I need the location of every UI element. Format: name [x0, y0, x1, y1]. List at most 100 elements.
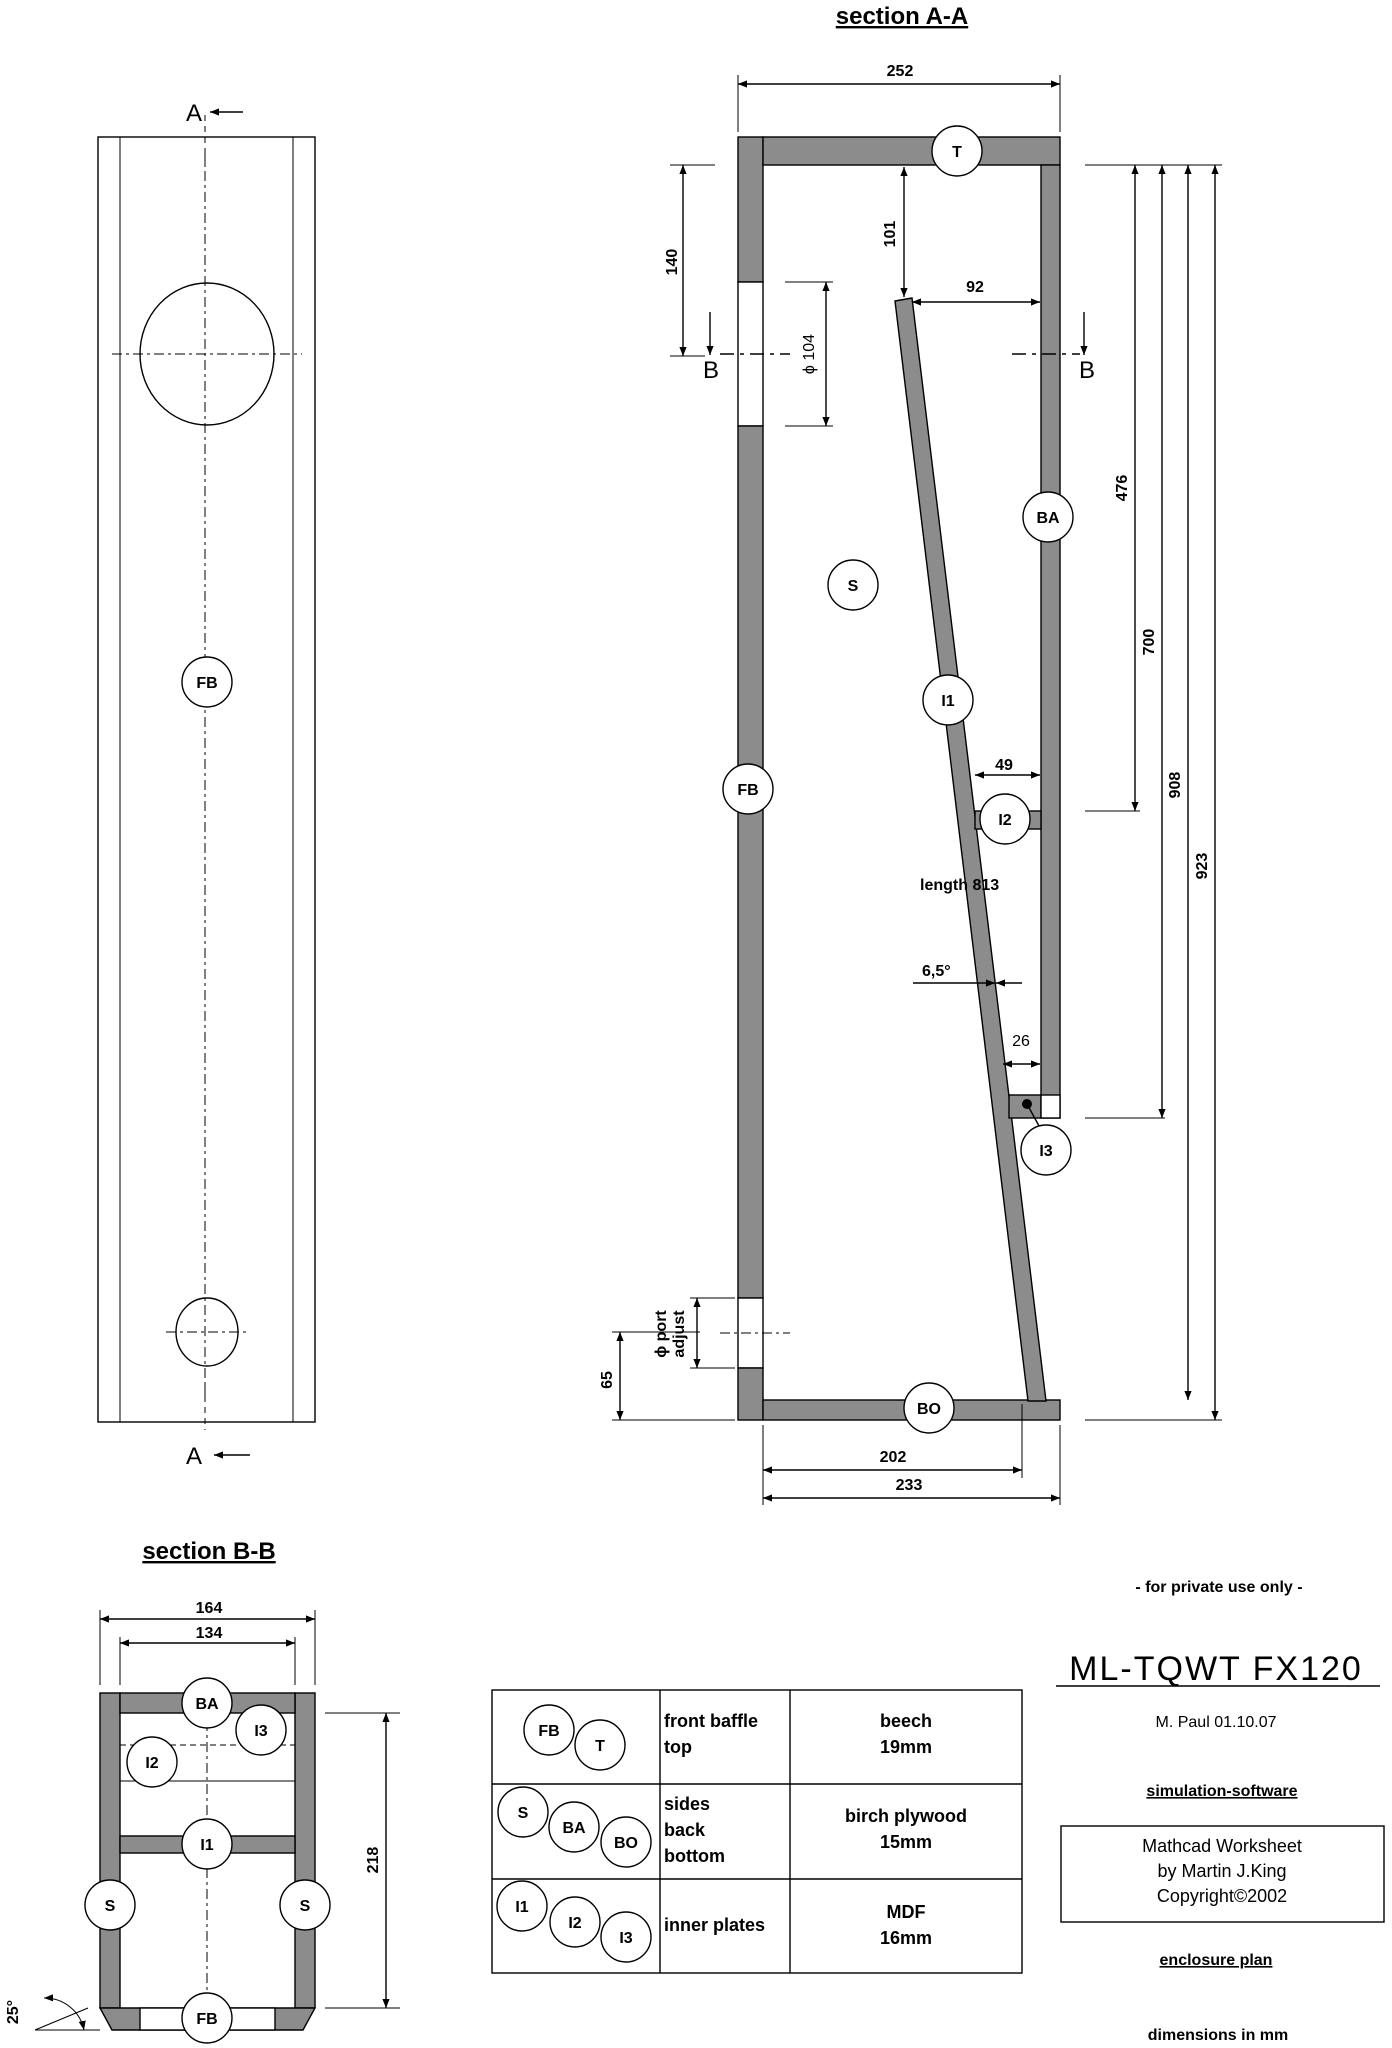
dim-218: 218: [365, 1847, 382, 1874]
dim-port-104: ϕ 104: [801, 334, 818, 374]
table-part-t: T: [595, 1738, 605, 1755]
table-material-mdf: MDF: [887, 1902, 926, 1922]
bb-part-i3-label: I3: [254, 1723, 267, 1740]
simulation-line-3: Copyright©2002: [1157, 1886, 1287, 1906]
bb-part-ba-label: BA: [195, 1696, 219, 1713]
table-name-bottom: bottom: [664, 1846, 725, 1866]
dim-92: 92: [966, 279, 984, 296]
table-thickness-16: 16mm: [880, 1928, 932, 1948]
dim-252: 252: [887, 63, 914, 80]
dim-65: 65: [599, 1371, 616, 1389]
part-fb-front-label: FB: [196, 675, 217, 692]
dim-923: 923: [1194, 853, 1211, 880]
plan-title: enclosure plan: [1160, 1952, 1273, 1969]
section-bb: section B-B 164 134 218 25° BA I3: [5, 1538, 400, 2044]
part-t: [931, 125, 983, 177]
port-opening: [175, 1297, 239, 1367]
part-i2-label: I2: [998, 812, 1011, 829]
dim-26: 26: [1012, 1033, 1030, 1050]
part-t-label: T: [952, 144, 962, 161]
table-part-i3: I3: [619, 1930, 632, 1947]
section-bb-title: section B-B: [142, 1538, 275, 1565]
part-fb-front: [181, 656, 233, 708]
table-name-back: back: [664, 1820, 706, 1840]
part-i3: [1020, 1124, 1072, 1176]
bb-side-right: [294, 1692, 316, 2009]
bb-part-i1: [181, 1818, 233, 1870]
part-ba: [1022, 491, 1074, 543]
author-date: M. Paul 01.10.07: [1156, 1714, 1277, 1731]
bb-part-s-right: [279, 1879, 331, 1931]
table-part-bo: BO: [614, 1835, 638, 1852]
dim-908: 908: [1167, 772, 1184, 799]
dim-140: 140: [664, 249, 681, 276]
table-part-s: S: [518, 1805, 529, 1822]
bb-side-left: [99, 1692, 121, 2009]
units-note: dimensions in mm: [1148, 2027, 1288, 2044]
part-s-label: S: [848, 578, 859, 595]
table-part-fb: FB: [538, 1723, 559, 1740]
private-use-note: - for private use only -: [1135, 1579, 1302, 1596]
part-bo: [903, 1382, 955, 1434]
wall-back: [1040, 164, 1061, 1119]
table-material-beech: beech: [880, 1711, 932, 1731]
simulation-heading: simulation-software: [1146, 1783, 1297, 1800]
simulation-line-1: Mathcad Worksheet: [1142, 1836, 1302, 1856]
table-material-birch: birch plywood: [845, 1806, 967, 1826]
section-aa-title: section A-A: [836, 3, 968, 30]
dim-101: 101: [882, 221, 899, 248]
part-fb-label: FB: [737, 782, 758, 799]
dim-700: 700: [1141, 629, 1158, 656]
section-marker-a-top: A: [186, 100, 202, 127]
bb-part-i2-label: I2: [145, 1755, 158, 1772]
part-i1-label: I1: [941, 693, 954, 710]
bb-part-s-left-label: S: [105, 1898, 116, 1915]
part-fb: [722, 763, 774, 815]
table-name-front-baffle: front baffle: [664, 1711, 758, 1731]
part-i2: [979, 793, 1031, 845]
dim-port-adjust-1: ϕ port: [653, 1310, 670, 1358]
dim-134: 134: [196, 1625, 223, 1642]
dim-476: 476: [1114, 475, 1131, 502]
bb-part-i2: [126, 1736, 178, 1788]
table-thickness-19: 19mm: [880, 1737, 932, 1757]
bb-part-fb-label: FB: [196, 2011, 217, 2028]
part-i1: [922, 674, 974, 726]
part-i3-label: I3: [1039, 1143, 1052, 1160]
title-block: - for private use only - ML-TQWT FX120 M…: [1056, 1579, 1385, 2044]
table-name-inner-plates: inner plates: [664, 1915, 765, 1935]
dim-length-813: length 813: [920, 877, 999, 894]
simulation-line-2: by Martin J.King: [1157, 1861, 1286, 1881]
section-marker-b-right: B: [1079, 357, 1095, 384]
materials-table: FB T front baffle top beech 19mm S BA BO…: [491, 1689, 1023, 1974]
dim-233: 233: [896, 1477, 923, 1494]
dim-angle-6-5: 6,5°: [922, 963, 951, 980]
table-part-ba: BA: [562, 1820, 586, 1837]
bb-part-s-left: [84, 1879, 136, 1931]
wall-front-lower: [737, 1367, 764, 1421]
table-name-top: top: [664, 1737, 692, 1757]
wall-front-mid: [737, 425, 764, 1299]
dim-202: 202: [880, 1449, 907, 1466]
part-bo-label: BO: [917, 1401, 941, 1418]
bb-part-i3: [235, 1704, 287, 1756]
table-part-i1: I1: [515, 1899, 528, 1916]
simulation-box: [1060, 1825, 1385, 1923]
bb-part-i1-label: I1: [200, 1837, 213, 1854]
table-part-i2: I2: [568, 1915, 581, 1932]
dim-49: 49: [995, 757, 1013, 774]
front-view: A A FB: [97, 100, 316, 1470]
project-title: ML-TQWT FX120: [1069, 1650, 1363, 1688]
bb-part-fb: [181, 1992, 233, 2044]
table-name-sides: sides: [664, 1794, 710, 1814]
part-ba-label: BA: [1036, 510, 1060, 527]
dim-angle-25: 25°: [5, 2000, 22, 2024]
section-marker-a-bottom: A: [186, 1443, 202, 1470]
part-s: [827, 559, 879, 611]
bb-part-s-right-label: S: [300, 1898, 311, 1915]
dim-164: 164: [196, 1600, 223, 1617]
section-aa: section A-A B B 252 140: [599, 3, 1222, 1505]
dim-port-adjust-2: adjust: [671, 1310, 688, 1358]
wall-top: [762, 136, 1061, 166]
